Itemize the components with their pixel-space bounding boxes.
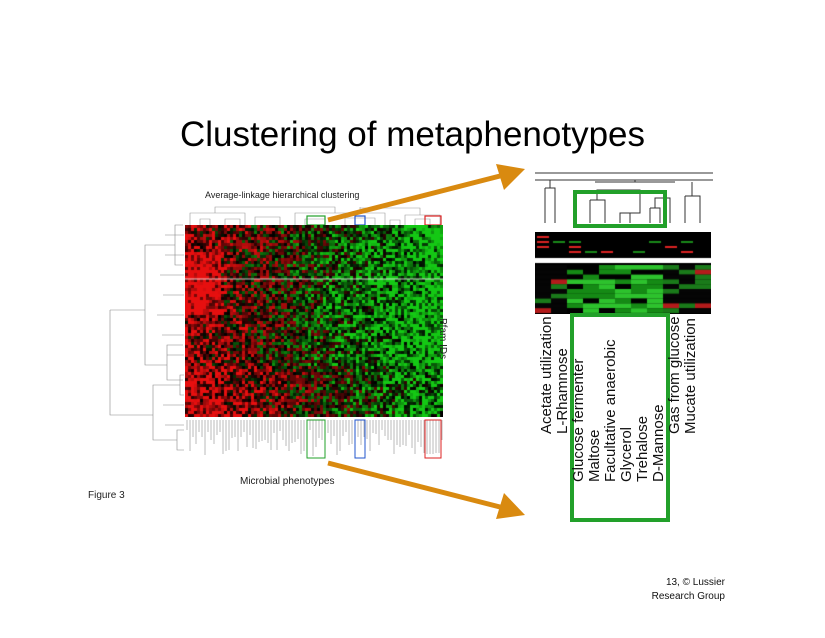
- top-caption: Average-linkage hierarchical clustering: [205, 190, 360, 200]
- zoomed-phenotype-label: Trehalose: [634, 416, 651, 482]
- zoomed-phenotype-label: Glycerol: [618, 427, 635, 482]
- zoomed-cluster-box: [573, 190, 667, 228]
- zoomed-phenotype-highlight: [570, 313, 670, 522]
- zoomed-heatmap: [535, 232, 711, 314]
- figure-label: Figure 3: [88, 490, 125, 501]
- zoomed-dendrogram: [535, 172, 713, 228]
- footer-line-1: 13, © Lussier: [665, 577, 725, 588]
- zoomed-phenotype-label: D-Mannose: [650, 404, 667, 482]
- row-axis-label: Pfam IDs: [437, 318, 448, 360]
- phenotype-highlight-green: [306, 419, 326, 459]
- zoomed-phenotype-label: Mucate utilization: [682, 318, 699, 434]
- zoomed-phenotype-label: L-Rhamnose: [554, 348, 571, 434]
- slide-footer: 13, © Lussier Research Group: [600, 576, 725, 604]
- zoomed-phenotype-label: Acetate utilization: [538, 316, 555, 434]
- footer-line-2: Research Group: [651, 591, 725, 602]
- zoomed-phenotype-label: Facultative anaerobic: [602, 339, 619, 482]
- phenotype-highlight-red: [424, 419, 442, 459]
- arrow-to-phenotype-zoom: [327, 460, 525, 519]
- slide-title: Clustering of metaphenotypes: [180, 115, 645, 154]
- bottom-caption: Microbial phenotypes: [240, 476, 335, 487]
- zoomed-phenotype-label: Gas from glucose: [666, 316, 683, 434]
- arrow-to-dendrogram-zoom: [327, 164, 525, 223]
- phenotype-highlight-blue: [354, 419, 366, 459]
- column-dendrogram: [189, 206, 442, 226]
- zoomed-phenotype-label: Maltose: [586, 429, 603, 482]
- zoomed-phenotype-label: Glucose fermenter: [570, 359, 587, 482]
- row-dendrogram: [109, 224, 184, 451]
- phenotype-axis-labels: [186, 419, 443, 459]
- heatmap: [185, 225, 443, 417]
